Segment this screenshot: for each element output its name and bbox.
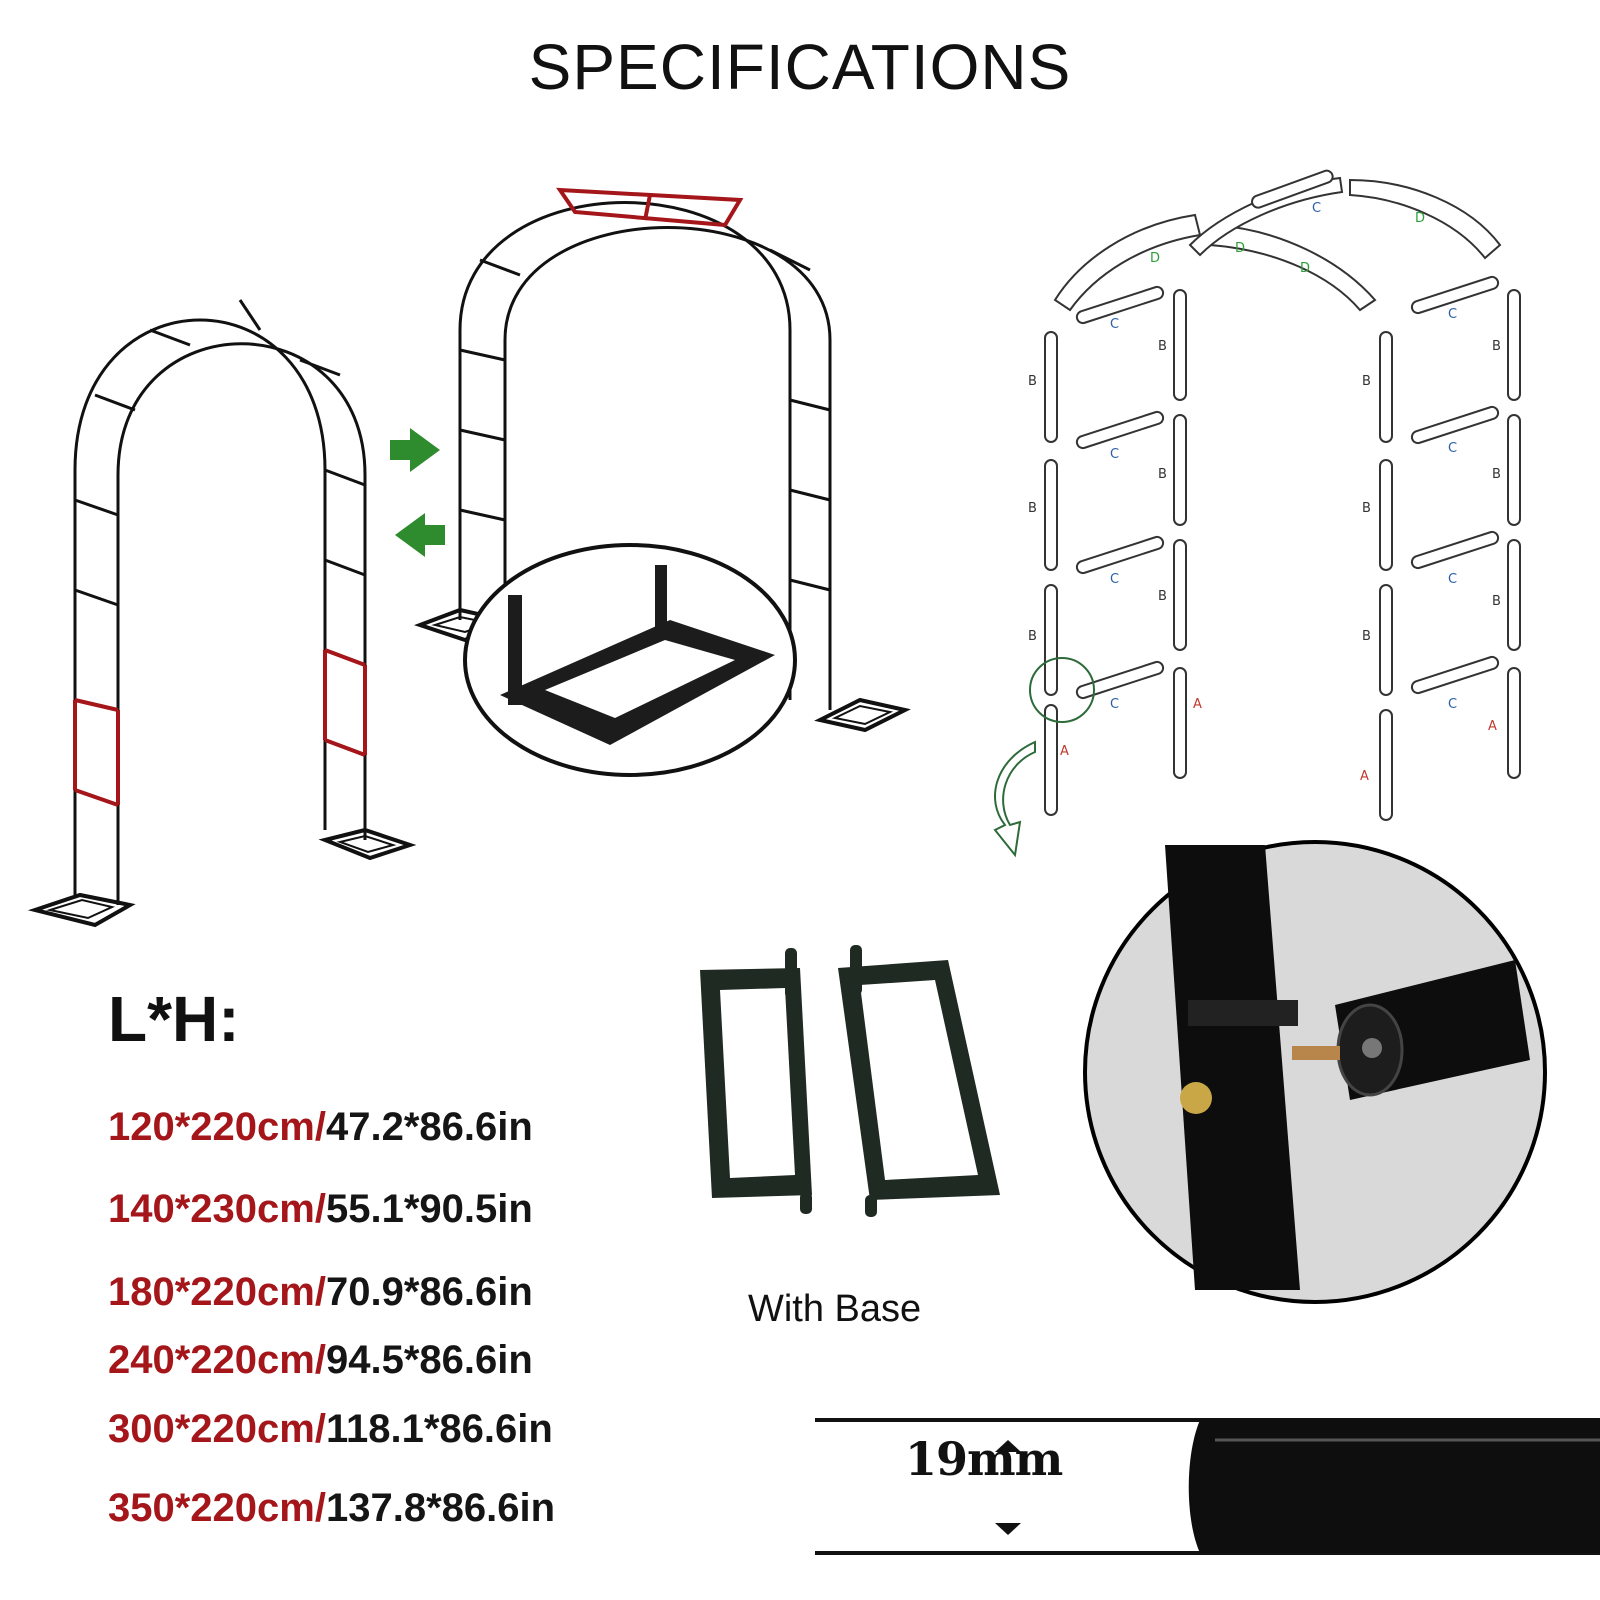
base-frames <box>700 945 1000 1217</box>
part-label-b: B <box>1028 629 1037 644</box>
part-label-b: B <box>1028 501 1037 516</box>
arch-middle-highlight <box>556 187 744 228</box>
part-label-c: C <box>1312 201 1321 216</box>
part-label-a: A <box>1360 769 1369 784</box>
size-cm: 180*220cm/ <box>108 1270 326 1314</box>
size-inch: 137.8*86.6in <box>325 1486 556 1530</box>
arch-left <box>27 299 417 928</box>
up-arrow-icon <box>995 1440 1021 1452</box>
size-heading: L*H: <box>108 983 240 1055</box>
size-cm: 140*230cm/ <box>108 1187 326 1231</box>
part-label-b: B <box>1158 339 1167 354</box>
size-inch: 118.1*86.6in <box>325 1407 553 1451</box>
size-cm: 240*220cm/ <box>108 1338 326 1382</box>
size-inch: 70.9*86.6in <box>325 1270 533 1314</box>
part-label-a: A <box>1193 697 1202 712</box>
tube-diameter-label: 19mm <box>905 1432 1063 1486</box>
part-label-c: C <box>1110 697 1119 712</box>
parts-diagram <box>993 169 1521 858</box>
size-row: 350*220cm/137.8*86.6in <box>108 1486 555 1531</box>
size-row: 180*220cm/70.9*86.6in <box>108 1270 533 1315</box>
part-label-b: B <box>1362 501 1371 516</box>
part-label-d: D <box>1235 241 1245 256</box>
tube-diagram <box>815 1418 1600 1555</box>
part-label-c: C <box>1448 697 1457 712</box>
part-label-b: B <box>1492 594 1501 609</box>
part-label-b: B <box>1028 374 1037 389</box>
arch-left-highlight <box>73 648 367 807</box>
part-label-b: B <box>1362 629 1371 644</box>
part-label-d: D <box>1415 211 1425 226</box>
arrow-right-icon <box>390 428 440 472</box>
part-label-c: C <box>1110 447 1119 462</box>
part-label-b: B <box>1158 589 1167 604</box>
part-label-b: B <box>1158 467 1167 482</box>
part-label-d: D <box>1150 251 1160 266</box>
part-label-c: C <box>1448 441 1457 456</box>
part-label-c: C <box>1448 307 1457 322</box>
size-cm: 300*220cm/ <box>108 1407 326 1451</box>
size-inch: 47.2*86.6in <box>325 1105 533 1149</box>
part-label-c: C <box>1448 572 1457 587</box>
down-arrow-icon <box>995 1523 1021 1535</box>
part-labels: D D D D C C C C C C C C C B B B B B B B … <box>1028 201 1501 784</box>
part-label-a: A <box>1060 744 1069 759</box>
size-row: 300*220cm/118.1*86.6in <box>108 1407 553 1452</box>
part-label-b: B <box>1492 339 1501 354</box>
size-inch: 55.1*90.5in <box>325 1187 533 1231</box>
size-cm: 350*220cm/ <box>108 1486 326 1530</box>
part-label-d: D <box>1300 261 1310 276</box>
size-cm: 120*220cm/ <box>108 1105 326 1149</box>
base-caption: With Base <box>748 1288 922 1330</box>
size-row: 120*220cm/47.2*86.6in <box>108 1105 533 1150</box>
page-title: SPECIFICATIONS <box>528 31 1072 103</box>
part-label-c: C <box>1110 317 1119 332</box>
size-row: 240*220cm/94.5*86.6in <box>108 1338 533 1383</box>
arch-middle <box>414 201 911 733</box>
part-label-a: A <box>1488 719 1497 734</box>
size-inch: 94.5*86.6in <box>325 1338 533 1382</box>
part-label-b: B <box>1492 467 1501 482</box>
part-label-b: B <box>1362 374 1371 389</box>
part-label-c: C <box>1110 572 1119 587</box>
base-zoom-circle <box>463 543 797 777</box>
arrow-left-icon <box>395 513 445 557</box>
size-row: 140*230cm/55.1*90.5in <box>108 1187 533 1232</box>
joint-zoom-circle <box>1083 840 1547 1304</box>
